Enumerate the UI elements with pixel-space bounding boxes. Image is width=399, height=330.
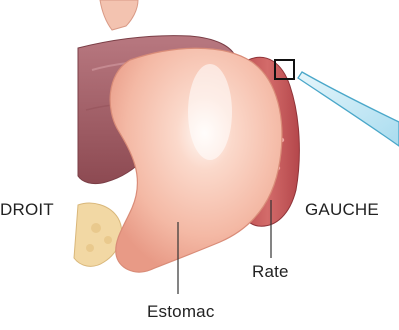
- spleen-label: Rate: [252, 262, 289, 282]
- left-side-label: DROIT: [0, 200, 54, 220]
- stomach-label: Estomac: [147, 302, 215, 322]
- needle-probe: [298, 72, 399, 146]
- esophagus: [100, 0, 138, 30]
- right-side-label: GAUCHE: [305, 200, 379, 220]
- fat-tissue: [74, 203, 122, 266]
